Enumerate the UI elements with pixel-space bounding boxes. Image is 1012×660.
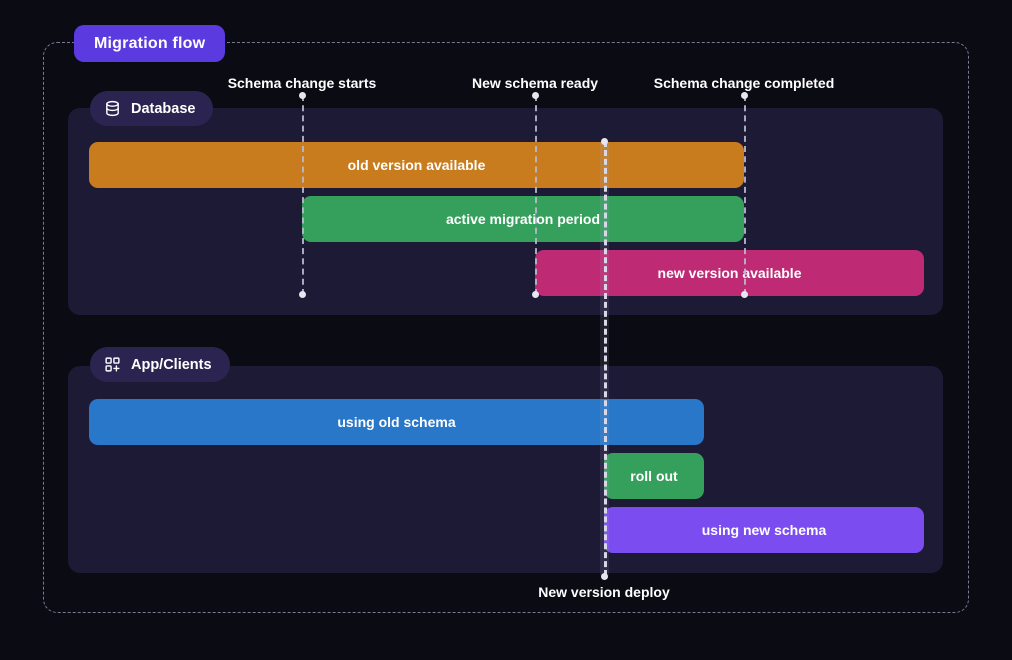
- milestone-dot-bottom: [298, 291, 306, 298]
- milestone-dot-top: [298, 92, 306, 99]
- app-clients-lane-label: App/Clients: [131, 356, 212, 373]
- bar-label: roll out: [630, 468, 678, 484]
- bar-active-migration-period: active migration period: [302, 196, 744, 242]
- milestone-label-new-version-deploy: New version deploy: [538, 584, 670, 600]
- bar-label: using old schema: [337, 414, 456, 430]
- milestone-line-new-version-deploy: [604, 141, 607, 576]
- bar-using-new-schema: using new schema: [604, 507, 924, 553]
- diagram-title-label: Migration flow: [94, 34, 206, 52]
- bar-label: old version available: [347, 157, 486, 173]
- bar-using-old-schema: using old schema: [89, 399, 704, 445]
- database-icon: [104, 100, 121, 117]
- bar-roll-out: roll out: [604, 453, 704, 499]
- bar-label: using new schema: [701, 522, 827, 538]
- milestone-label-new-schema-ready: New schema ready: [471, 75, 599, 91]
- milestone-dot-top: [740, 92, 748, 99]
- bar-new-version-available: new version available: [535, 250, 924, 296]
- grid-plus-icon: [104, 356, 121, 373]
- bar-old-version-available: old version available: [89, 142, 744, 188]
- bar-label: new version available: [657, 265, 802, 281]
- deploy-dot-top: [600, 138, 608, 145]
- milestone-label-schema-change-completed: Schema change completed: [653, 75, 835, 91]
- database-lane-label: Database: [131, 100, 196, 117]
- milestone-line-new-schema-ready: [535, 95, 537, 295]
- milestone-label-schema-change-starts: Schema change starts: [227, 75, 377, 91]
- milestone-line-schema-change-starts: [302, 95, 304, 295]
- bar-label: active migration period: [445, 211, 601, 227]
- milestone-dot-bottom: [740, 291, 748, 298]
- milestone-dot-top: [531, 92, 539, 99]
- milestone-line-schema-change-completed: [744, 95, 746, 295]
- diagram-title-badge: Migration flow: [74, 25, 226, 62]
- database-lane-badge: Database: [90, 91, 214, 126]
- milestone-dot-bottom: [531, 291, 539, 298]
- diagram-frame: [43, 42, 969, 613]
- app-clients-lane-badge: App/Clients: [90, 347, 230, 382]
- deploy-dot-bottom: [600, 573, 608, 580]
